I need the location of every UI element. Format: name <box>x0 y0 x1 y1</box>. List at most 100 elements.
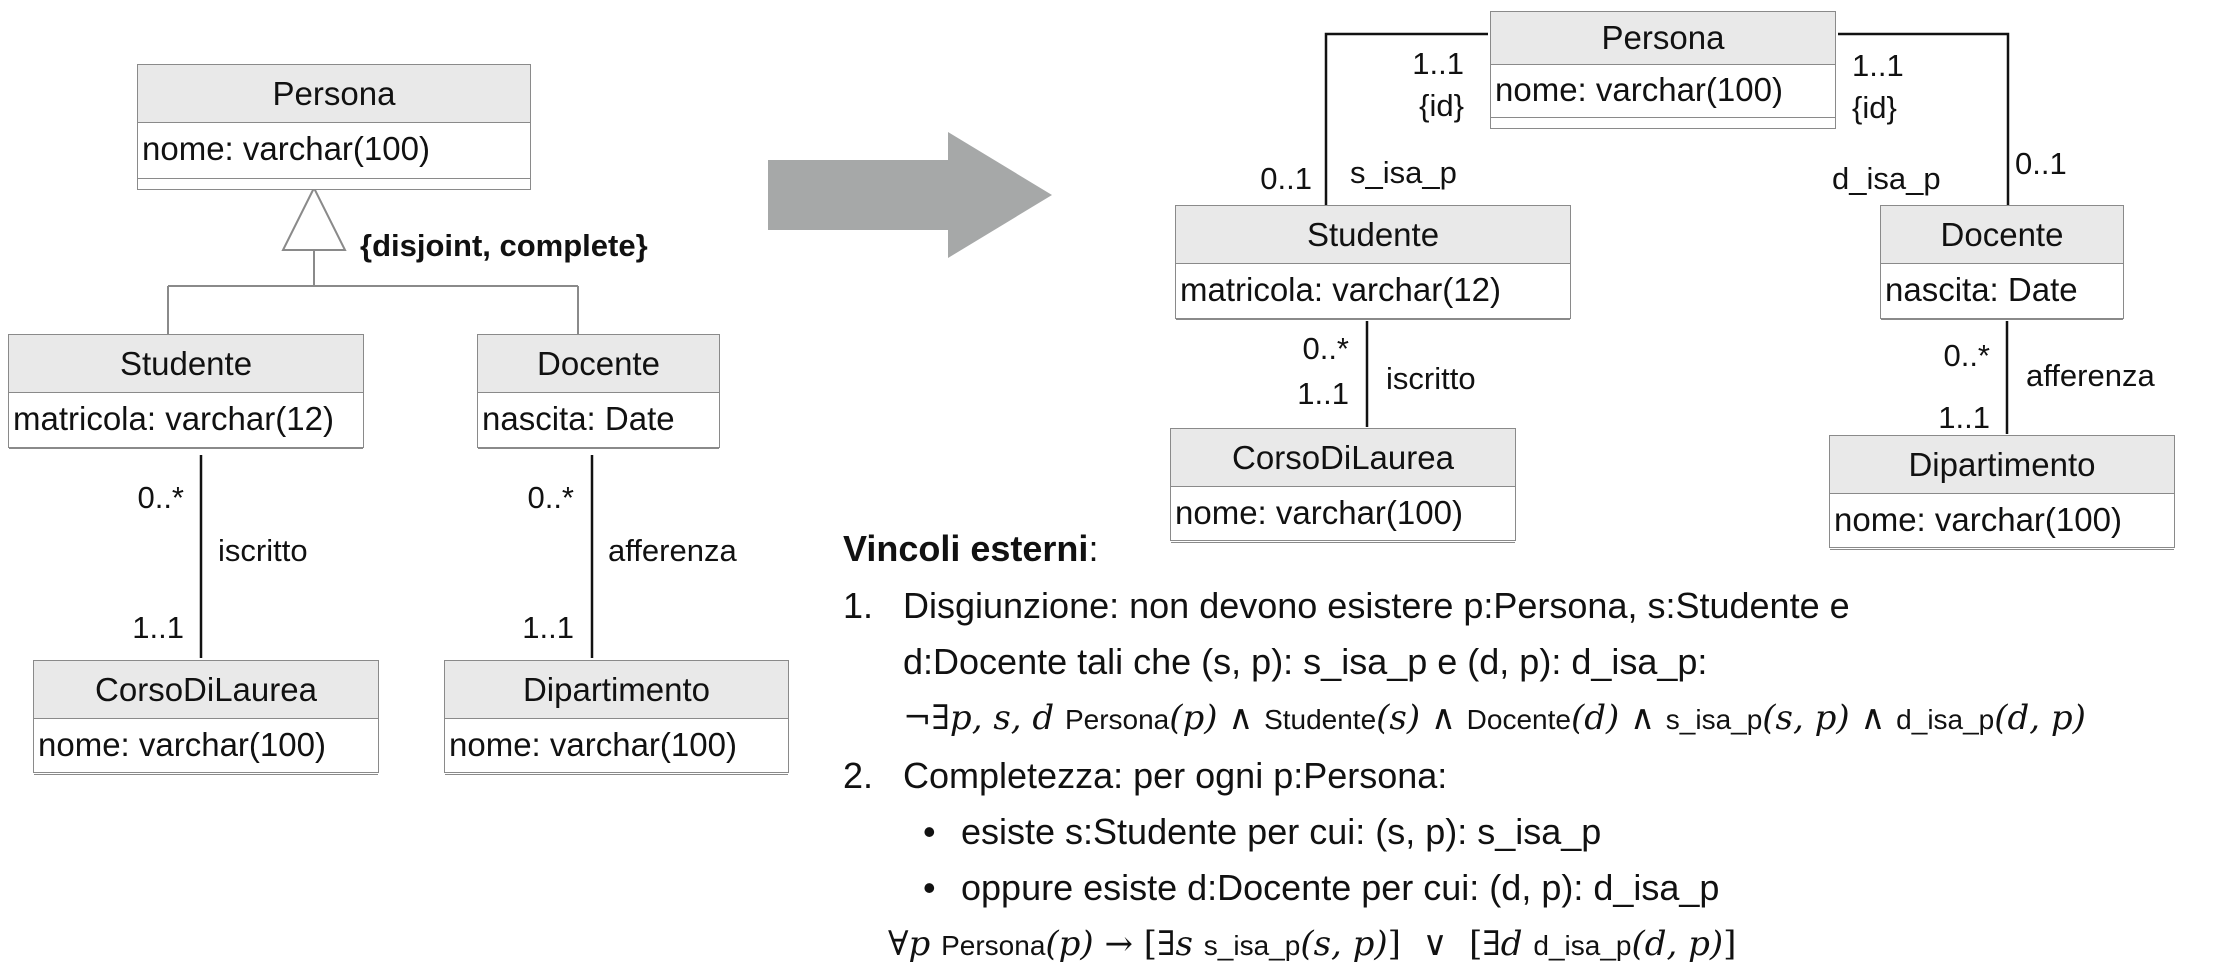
class-name: Dipartimento <box>1830 436 2174 493</box>
left-class-corsodilaurea[interactable]: CorsoDiLaurea nome: varchar(100) <box>33 660 379 775</box>
constraints-heading-text: Vincoli esterni <box>843 528 1089 569</box>
bullet-dot: • <box>923 811 936 852</box>
class-attribute: nome: varchar(100) <box>1491 64 1835 117</box>
constraint-1-number: 1. <box>843 585 874 626</box>
constraint-2-formula: ∀p Persona(p) → [∃s s_isa_p(s, p)] ∨ [∃d… <box>843 916 2228 974</box>
left-iscritto-label: iscritto <box>218 533 308 568</box>
class-name: Persona <box>1491 12 1835 64</box>
left-class-persona[interactable]: Persona nome: varchar(100) <box>137 64 531 190</box>
right-iscritto-label: iscritto <box>1386 361 1476 396</box>
s-isa-p-studente-multiplicity: 0..1 <box>1260 161 1312 196</box>
right-iscritto-bottom-multiplicity: 1..1 <box>1297 376 1349 411</box>
right-class-corsodilaurea[interactable]: CorsoDiLaurea nome: varchar(100) <box>1170 428 1516 543</box>
class-methods <box>478 448 719 458</box>
class-methods <box>34 774 378 784</box>
formula-term: d_isa_p <box>1896 704 1995 735</box>
formula-term: d_isa_p <box>1533 930 1632 961</box>
formula-term: (d, p) <box>1994 698 2086 738</box>
formula-term: (d) <box>1570 698 1620 738</box>
transform-arrow-shape <box>768 132 1052 258</box>
d-isa-p-persona-multiplicity: 1..1 <box>1852 48 1904 83</box>
left-iscritto-top-multiplicity: 0..* <box>137 480 184 515</box>
class-name: CorsoDiLaurea <box>1171 429 1515 486</box>
d-isa-p-docente-multiplicity: 0..1 <box>2015 146 2067 181</box>
right-iscritto-top-multiplicity: 0..* <box>1302 331 1349 366</box>
formula-term: s_isa_p <box>1203 930 1301 961</box>
formula-term: Persona <box>941 930 1046 961</box>
constraints-heading: Vincoli esterni: <box>843 520 2228 578</box>
s-isa-p-persona-multiplicity: 1..1 <box>1412 46 1464 81</box>
formula-lead: ¬∃p, s, d <box>903 698 1055 738</box>
class-name: CorsoDiLaurea <box>34 661 378 718</box>
class-attribute: matricola: varchar(12) <box>9 392 363 448</box>
s-isa-p-label: s_isa_p <box>1350 155 1457 190</box>
formula-forall: ∀p <box>888 924 931 964</box>
formula-bracket: ] <box>1387 924 1401 964</box>
left-afferenza-top-multiplicity: 0..* <box>527 480 574 515</box>
s-isa-p-line <box>1324 32 1488 205</box>
class-attribute: matricola: varchar(12) <box>1176 263 1570 319</box>
bullet-text: oppure esiste d:Docente per cui: (d, p):… <box>961 867 1720 908</box>
formula-and: ∧ <box>1430 698 1456 738</box>
formula-exists: ∃d <box>1482 924 1523 964</box>
left-class-studente[interactable]: Studente matricola: varchar(12) <box>8 334 364 449</box>
left-class-docente[interactable]: Docente nascita: Date <box>477 334 720 449</box>
class-methods <box>1171 542 1515 552</box>
class-name: Studente <box>9 335 363 392</box>
class-attribute: nome: varchar(100) <box>138 122 530 178</box>
formula-term: (p) <box>1169 698 1218 738</box>
class-methods <box>1176 319 1570 329</box>
formula-term: (s, p) <box>1762 698 1850 738</box>
constraint-1-line-2: d:Docente tali che (s, p): s_isa_p e (d,… <box>903 641 1708 682</box>
d-isa-p-persona-id: {id} <box>1852 90 1897 125</box>
constraint-2-bullet-1: •esiste s:Studente per cui: (s, p): s_is… <box>843 804 2228 860</box>
left-class-dipartimento[interactable]: Dipartimento nome: varchar(100) <box>444 660 789 775</box>
formula-term: (d, p) <box>1631 924 1724 964</box>
formula-term: s_isa_p <box>1665 704 1763 735</box>
generalization-triangle <box>281 185 347 251</box>
constraint-1-line-1: 1. Disgiunzione: non devono esistere p:P… <box>843 578 2228 634</box>
formula-term: (s, p) <box>1300 924 1388 964</box>
right-class-studente[interactable]: Studente matricola: varchar(12) <box>1175 205 1571 320</box>
formula-or: ∨ <box>1422 924 1448 964</box>
class-attribute: nascita: Date <box>1881 263 2123 319</box>
class-attribute: nascita: Date <box>478 392 719 448</box>
class-methods <box>9 448 363 458</box>
class-methods <box>138 178 530 188</box>
d-isa-p-line <box>1838 32 2010 205</box>
left-iscritto-bottom-multiplicity: 1..1 <box>132 610 184 645</box>
constraint-2-text-1: Completezza: per ogni p:Persona: <box>903 755 1448 796</box>
class-name: Dipartimento <box>445 661 788 718</box>
generalization-tree <box>167 250 579 334</box>
class-methods <box>1491 117 1835 127</box>
class-name: Docente <box>478 335 719 392</box>
formula-exists: ∃s <box>1157 924 1193 964</box>
formula-term: Studente <box>1264 704 1377 735</box>
constraint-2-line-1: 2. Completezza: per ogni p:Persona: <box>843 748 2228 804</box>
right-class-dipartimento[interactable]: Dipartimento nome: varchar(100) <box>1829 435 2175 550</box>
generalization-constraint: {disjoint, complete} <box>360 228 648 263</box>
formula-bracket: ] <box>1723 924 1737 964</box>
class-methods <box>1830 549 2174 559</box>
constraint-1-text-1: Disgiunzione: non devono esistere p:Pers… <box>903 585 1850 626</box>
class-methods <box>1881 319 2123 329</box>
constraints-heading-colon: : <box>1088 528 1099 569</box>
right-class-persona[interactable]: Persona nome: varchar(100) <box>1490 11 1836 129</box>
formula-term: Docente <box>1466 704 1571 735</box>
class-name: Docente <box>1881 206 2123 263</box>
class-attribute: nome: varchar(100) <box>1830 493 2174 549</box>
right-afferenza-bottom-multiplicity: 1..1 <box>1938 400 1990 435</box>
constraint-2-number: 2. <box>843 755 874 796</box>
bullet-dot: • <box>923 867 936 908</box>
formula-term: Persona <box>1064 704 1170 735</box>
right-afferenza-label: afferenza <box>2026 358 2155 393</box>
class-attribute: nome: varchar(100) <box>445 718 788 774</box>
formula-term: (p) <box>1045 924 1094 964</box>
formula-and: ∧ <box>1228 698 1254 738</box>
right-afferenza-top-multiplicity: 0..* <box>1943 338 1990 373</box>
formula-and: ∧ <box>1630 698 1655 738</box>
constraint-1-formula: ¬∃p, s, d Persona(p) ∧ Studente(s) ∧ Doc… <box>843 690 2228 748</box>
class-name: Persona <box>138 65 530 122</box>
right-class-docente[interactable]: Docente nascita: Date <box>1880 205 2124 320</box>
